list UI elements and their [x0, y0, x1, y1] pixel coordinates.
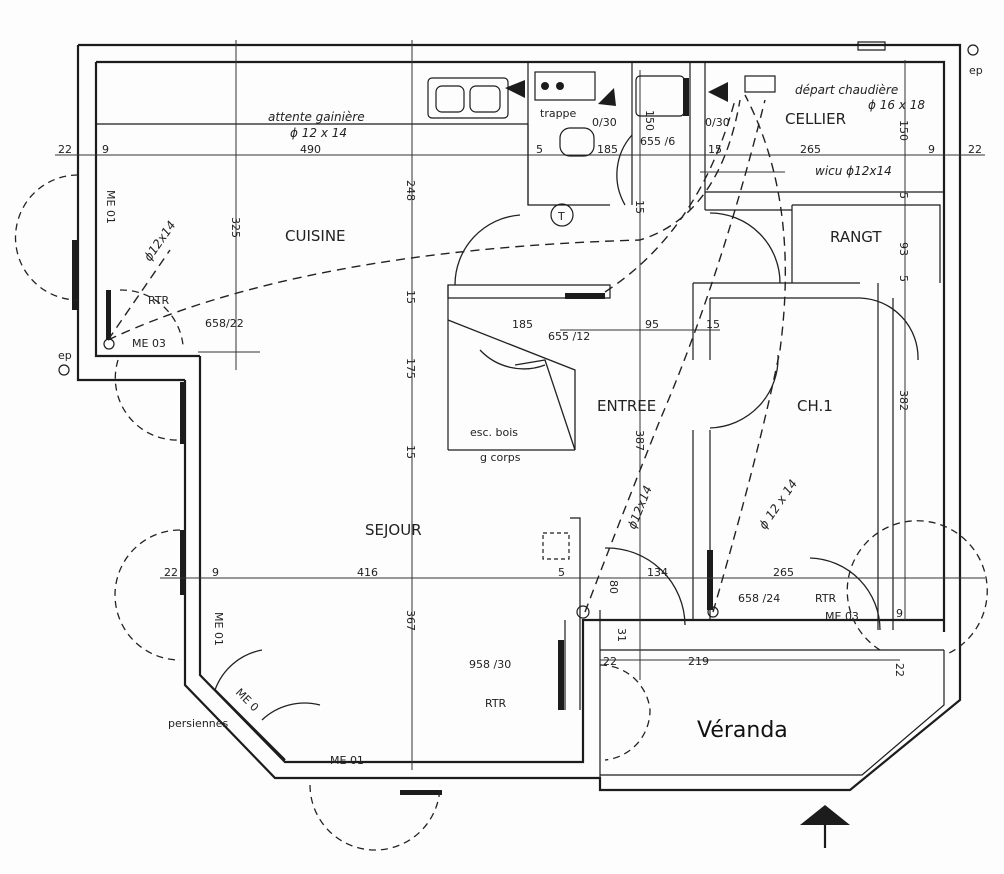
note-wicu: wicu ϕ12x14 — [815, 164, 892, 178]
dim-15-wc: 15 — [708, 143, 722, 156]
label-me01-bottom: ME 01 — [330, 754, 364, 767]
dim-31: 31 — [615, 628, 628, 642]
label-win-030-a: 0/30 — [592, 116, 617, 129]
note-esc-bois: esc. bois — [470, 426, 518, 439]
dim-490: 490 — [300, 143, 321, 156]
dim-325: 325 — [229, 217, 242, 238]
fixtures — [58, 41, 979, 619]
note-g-corps: g corps — [480, 451, 521, 464]
dim-175: 175 — [404, 358, 417, 379]
dim-5-mid: 5 — [558, 566, 565, 579]
label-win-ch1: 658 /24 — [738, 592, 780, 605]
label-me03-ch1: ME 03 — [825, 610, 859, 623]
dim-22-tl: 22 — [58, 143, 72, 156]
interior-walls — [96, 62, 944, 710]
dim-219: 219 — [688, 655, 709, 668]
dim-15-v1: 15 — [404, 290, 417, 304]
dim-265-ch: 265 — [773, 566, 794, 579]
dim-5-r1: 5 — [897, 192, 910, 199]
room-label-entree: ENTREE — [597, 397, 656, 415]
label-me0-diag: ME 0 — [233, 686, 261, 714]
dim-15-vert: 15 — [633, 200, 646, 214]
dim-5-wc: 5 — [536, 143, 543, 156]
dim-22-ver: 22 — [603, 655, 617, 668]
dim-22-ml: 22 — [164, 566, 178, 579]
dim-22-tr: 22 — [968, 143, 982, 156]
pipe-lines — [107, 94, 786, 613]
dim-134: 134 — [647, 566, 668, 579]
door-swings — [14, 134, 988, 851]
note-depart-chaudiere: départ chaudière — [795, 83, 898, 97]
note-t-symbol: T — [557, 210, 565, 223]
dim-248: 248 — [404, 180, 417, 201]
label-me01-left: ME 01 — [104, 190, 117, 224]
note-persiennes: persiennes — [168, 717, 229, 730]
dim-367: 367 — [404, 610, 417, 631]
dim-93: 93 — [897, 242, 910, 256]
label-win-030-b: 0/30 — [705, 116, 730, 129]
dim-150-b: 150 — [897, 120, 910, 141]
dim-95: 95 — [645, 318, 659, 331]
room-label-cuisine: CUISINE — [285, 227, 346, 245]
window-marks — [72, 78, 713, 795]
label-win-sejour: 958 /30 — [469, 658, 511, 671]
north-arrow — [800, 805, 850, 848]
dim-9-ch: 9 — [896, 607, 903, 620]
room-label-cellier: CELLIER — [785, 110, 846, 128]
dim-15-ent: 15 — [706, 318, 720, 331]
dim-150-a: 150 — [643, 110, 656, 131]
dimension-lines — [55, 40, 985, 770]
label-rtr-ch1: RTR — [815, 592, 837, 605]
note-gaine-chaudiere: ϕ 16 x 18 — [868, 98, 925, 112]
note-pipe-entree: ϕ12x14 — [625, 484, 655, 531]
note-attente-gainiere: attente gainière — [268, 110, 365, 124]
note-trappe: trappe — [540, 107, 577, 120]
room-label-sejour: SEJOUR — [365, 521, 422, 539]
dim-185-stair: 185 — [512, 318, 533, 331]
label-rtr-kitchen: RTR — [148, 294, 170, 307]
dim-15-v2: 15 — [404, 445, 417, 459]
label-win-entree: 655 /12 — [548, 330, 590, 343]
dim-416: 416 — [357, 566, 378, 579]
note-pipe-kitchen: ϕ12x14 — [141, 218, 179, 263]
room-label-veranda: Véranda — [697, 718, 788, 743]
dim-9-tr: 9 — [928, 143, 935, 156]
exterior-walls — [76, 43, 962, 792]
label-win-wc: 655 /6 — [640, 135, 675, 148]
room-label-rangt: RANGT — [830, 228, 882, 246]
dim-22-br: 22 — [893, 663, 906, 677]
dim-9-ml: 9 — [212, 566, 219, 579]
dim-80: 80 — [607, 580, 620, 594]
dim-387: 387 — [633, 430, 646, 451]
dim-185-wc: 185 — [597, 143, 618, 156]
dim-382: 382 — [897, 390, 910, 411]
dim-5-r2: 5 — [897, 275, 910, 282]
note-pipe-ch1: ϕ 12 x 14 — [756, 477, 800, 532]
note-gaine-kitchen: ϕ 12 x 14 — [290, 126, 347, 140]
dim-9-tl: 9 — [102, 143, 109, 156]
label-rtr-sejour: RTR — [485, 697, 507, 710]
label-me03-left: ME 03 — [132, 337, 166, 350]
note-ep-top: ep — [969, 64, 983, 77]
dim-265-top: 265 — [800, 143, 821, 156]
label-me01-sejour: ME 01 — [212, 612, 225, 646]
note-ep-left: ep — [58, 349, 72, 362]
room-label-ch1: CH.1 — [797, 397, 833, 415]
label-win-kitchen: 658/22 — [205, 317, 244, 330]
